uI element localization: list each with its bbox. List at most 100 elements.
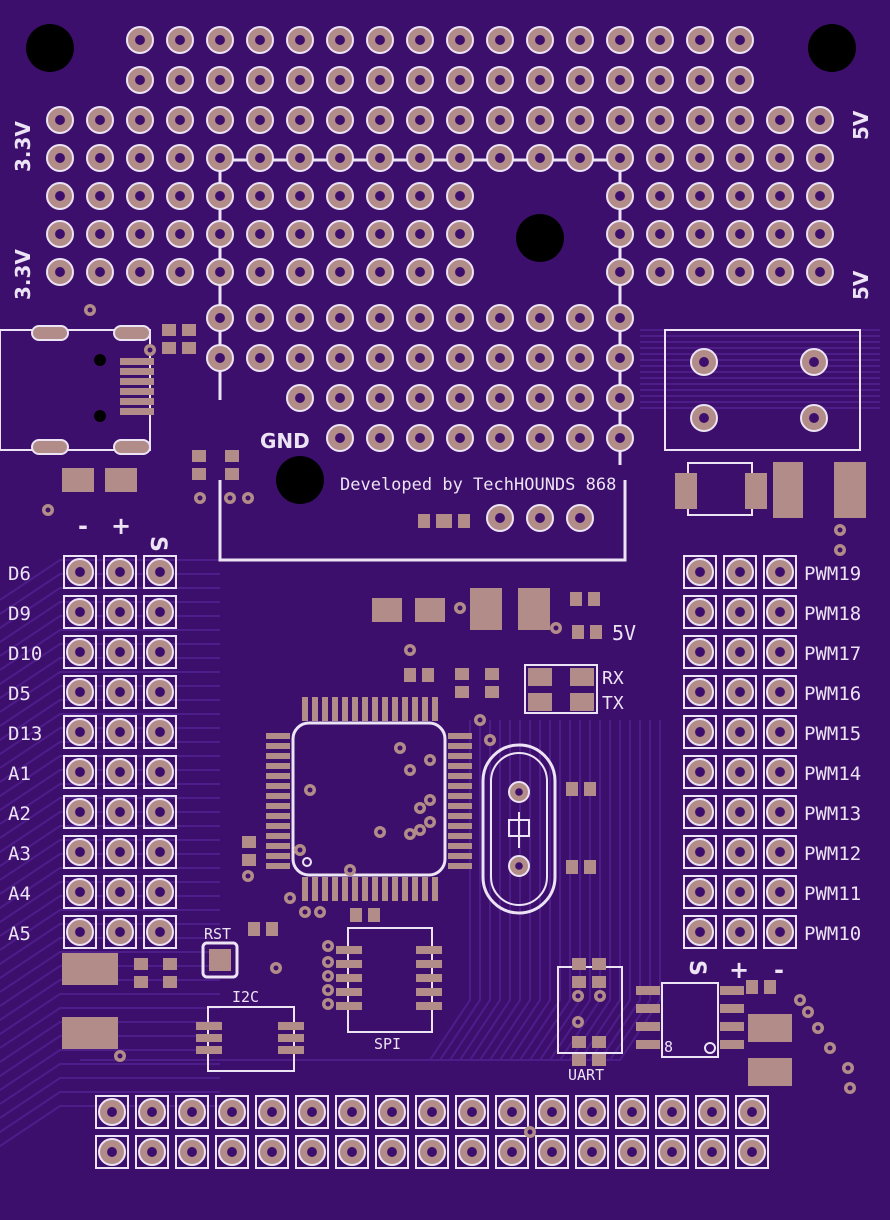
jumper-pad (570, 693, 594, 711)
proto-pad (126, 220, 154, 248)
left-header-pad (103, 875, 137, 909)
gnd-label: GND (260, 429, 310, 453)
right-pin-labels: PWM19PWM18PWM17PWM16PWM15PWM14PWM13PWM12… (804, 563, 861, 945)
via (550, 622, 562, 634)
right-header-pad (763, 755, 797, 789)
crystal-symbol-body (508, 819, 530, 837)
mcu-pad-left (266, 753, 290, 759)
mcu-pad-bottom (362, 877, 368, 901)
spi-pad (336, 988, 362, 996)
passive-pad (242, 836, 256, 848)
right-header-pad (723, 915, 757, 949)
cap-pad (748, 1014, 792, 1042)
usb-hole (94, 354, 106, 366)
proto-pad (606, 106, 634, 134)
proto-pad (126, 144, 154, 172)
proto-pad (446, 424, 474, 452)
passive-pad (404, 668, 416, 682)
right-header-pad (723, 715, 757, 749)
trace (0, 825, 220, 867)
passive-pad (572, 1036, 586, 1048)
via (594, 990, 606, 1002)
trace (0, 951, 220, 993)
mcu-pad-bottom (312, 877, 318, 901)
passive-pad (266, 922, 278, 936)
via (224, 492, 236, 504)
passive-pad (455, 668, 469, 680)
proto-pad (366, 182, 394, 210)
left-pin-label: A4 (8, 883, 31, 905)
proto-pad (646, 26, 674, 54)
rst-label: RST (204, 925, 231, 943)
left-pin-label: A5 (8, 923, 31, 945)
passive-pad (572, 976, 586, 988)
mcu-pad-bottom (432, 877, 438, 901)
usb-pad (120, 368, 154, 375)
right-header-pad (683, 795, 717, 829)
left-header-pad (103, 795, 137, 829)
right-pin-label: PWM14 (804, 763, 861, 785)
bottom-header-pad (335, 1095, 369, 1129)
ic-marker-label: 8 (664, 1038, 673, 1056)
left-header-pad (63, 795, 97, 829)
left-header-pad (63, 835, 97, 869)
trace (0, 713, 220, 755)
trace (0, 1021, 220, 1063)
proto-pad (166, 258, 194, 286)
proto-pad (806, 258, 834, 286)
right-header-pad (683, 755, 717, 789)
bottom-header-pad (375, 1135, 409, 1169)
mcu-pad-right (448, 803, 472, 809)
proto-pad (766, 220, 794, 248)
passive-pad (590, 625, 602, 639)
mcu-pad-right (448, 853, 472, 859)
left-header-pad (63, 715, 97, 749)
usb-shield-pad (31, 439, 69, 455)
proto-pad (606, 144, 634, 172)
proto-pad (86, 182, 114, 210)
i2c-pad (196, 1046, 222, 1054)
spi-pad (336, 946, 362, 954)
cap-pad (470, 588, 502, 630)
passive-pad (592, 1036, 606, 1048)
mcu-pad-right (448, 733, 472, 739)
via (322, 940, 334, 952)
right-header-pad (683, 715, 717, 749)
proto-pad (566, 106, 594, 134)
passive-pad (192, 450, 206, 462)
via (424, 816, 436, 828)
right-header-sign-minus: - (774, 956, 784, 984)
via (834, 544, 846, 556)
passive-pad (572, 625, 584, 639)
proto-pad (286, 220, 314, 248)
via (284, 892, 296, 904)
spi-pad (416, 960, 442, 968)
proto-pad (406, 182, 434, 210)
mcu-pad-top (382, 697, 388, 721)
proto-pad (326, 182, 354, 210)
spi-pad (336, 960, 362, 968)
mcu-pin1-marker (302, 857, 312, 867)
via (414, 824, 426, 836)
bottom-header-pad (295, 1135, 329, 1169)
right-header-pad (763, 635, 797, 669)
proto-pad (366, 66, 394, 94)
via (374, 826, 386, 838)
right-header-pad (763, 555, 797, 589)
proto-pad (206, 258, 234, 286)
right-pin-label: PWM13 (804, 803, 861, 825)
mcu-pad-top (402, 697, 408, 721)
right-power-label-bottom: 5V (849, 270, 873, 300)
proto-pad (406, 26, 434, 54)
left-header-pad (103, 595, 137, 629)
right-header-pad (763, 915, 797, 949)
passive-pad (485, 668, 499, 680)
left-header-pad (63, 635, 97, 669)
left-header-pad (63, 555, 97, 589)
via (802, 1006, 814, 1018)
right-pin-label: PWM15 (804, 723, 861, 745)
proto-pad (606, 424, 634, 452)
proto-pad (406, 344, 434, 372)
via (842, 1062, 854, 1074)
proto-pad (286, 344, 314, 372)
